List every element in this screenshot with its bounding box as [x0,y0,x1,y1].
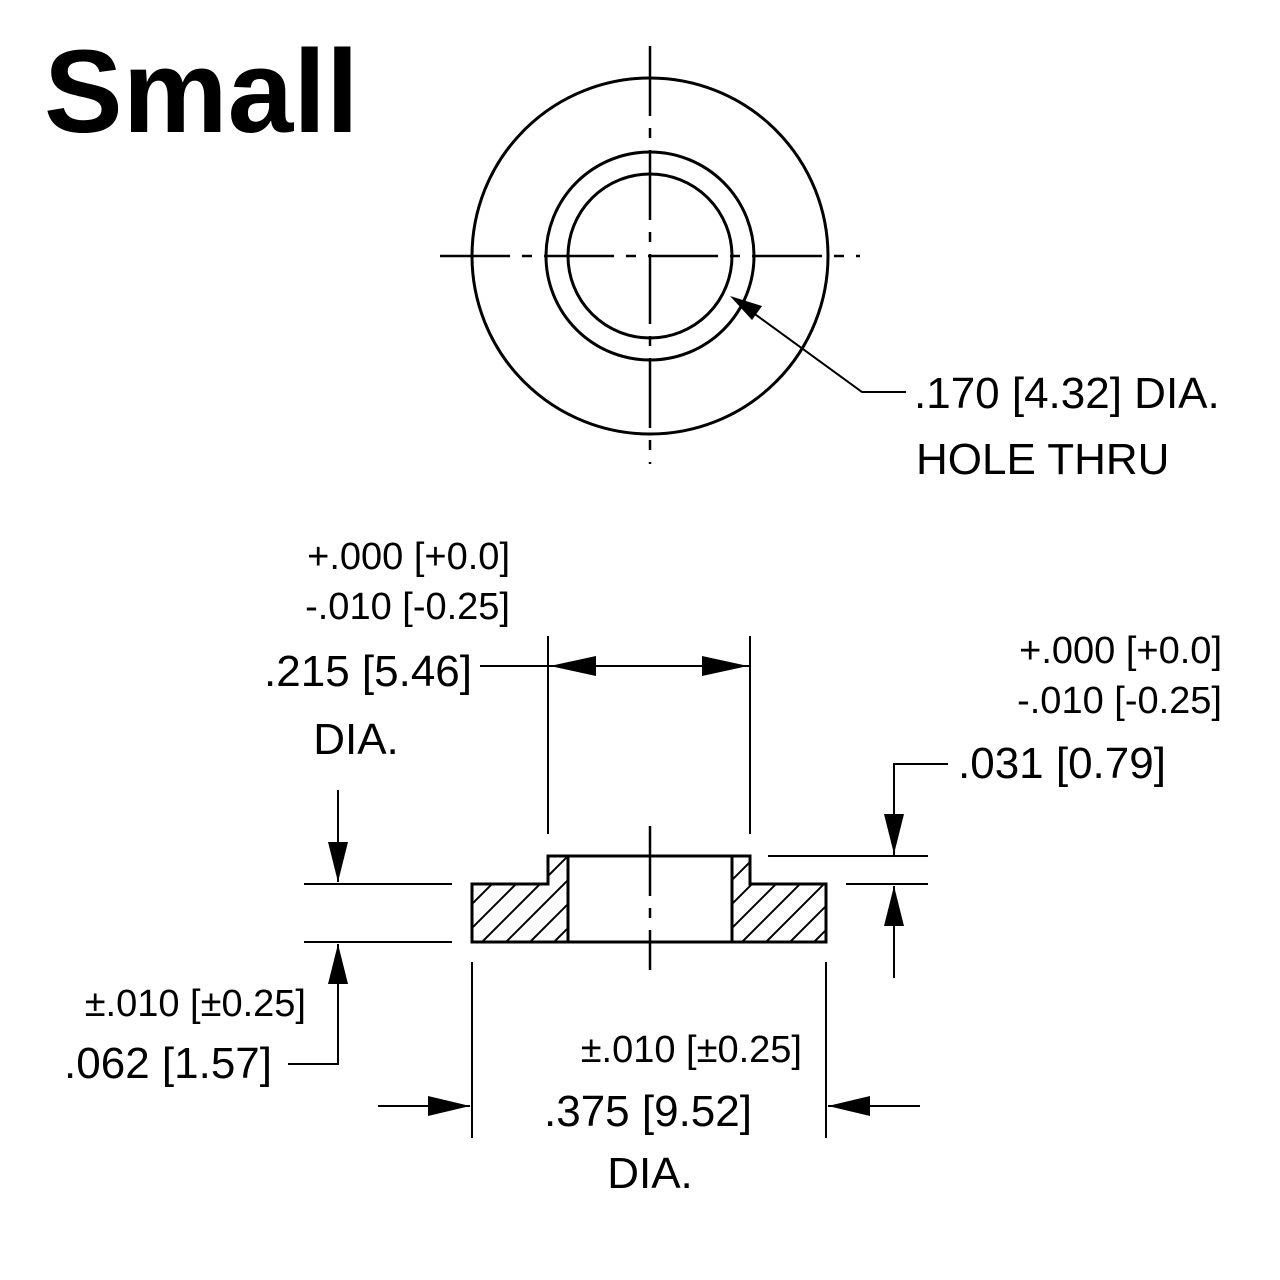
outer-arrow-right [828,1096,870,1116]
flange-arrow-bottom [328,944,348,984]
shoulder-height-arrow-bottom [884,886,904,926]
flange-thickness-dimension: ±.010 [±0.25] .062 [1.57] [64,790,452,1088]
outer-tol: ±.010 [±0.25] [581,1029,802,1071]
hole-callout-line1: .170 [4.32] DIA. [914,369,1220,418]
outer-suffix: DIA. [607,1149,693,1198]
flange-arrow-top [328,842,348,882]
flange-tol: ±.010 [±0.25] [85,983,306,1025]
hole-leader-arrow [730,296,762,320]
right-section-hatch [732,856,826,942]
shoulder-value: .215 [5.46] [264,647,472,696]
section-view [470,826,828,970]
drawing-title: Small [44,26,359,158]
outer-value: .375 [9.52] [544,1087,752,1136]
shoulder-suffix: DIA. [313,715,399,764]
outer-diameter-dimension: ±.010 [±0.25] .375 [9.52] DIA. [378,962,920,1198]
hole-leader-line [751,311,906,393]
hole-callout-line2: HOLE THRU [916,435,1169,484]
shoulder-tol-minus: -.010 [-0.25] [305,586,510,628]
shoulder-height-tol-minus: -.010 [-0.25] [1017,680,1222,722]
shoulder-diameter-dimension: +.000 [+0.0] -.010 [-0.25] .215 [5.46] D… [264,536,751,834]
outer-arrow-left [428,1096,470,1116]
shoulder-height-arrow-top [884,814,904,854]
shoulder-height-dimension: +.000 [+0.0] -.010 [-0.25] .031 [0.79] [768,630,1222,978]
shoulder-tol-plus: +.000 [+0.0] [307,536,510,578]
shoulder-height-value: .031 [0.79] [958,739,1166,788]
flange-value: .062 [1.57] [64,1039,272,1088]
top-view: .170 [4.32] DIA. HOLE THRU [440,46,1220,484]
shoulder-arrow-left [550,656,596,676]
shoulder-height-leader-top [893,763,948,856]
shoulder-height-tol-plus: +.000 [+0.0] [1019,630,1222,672]
shoulder-arrow-right [702,656,748,676]
left-section-hatch [472,856,568,942]
